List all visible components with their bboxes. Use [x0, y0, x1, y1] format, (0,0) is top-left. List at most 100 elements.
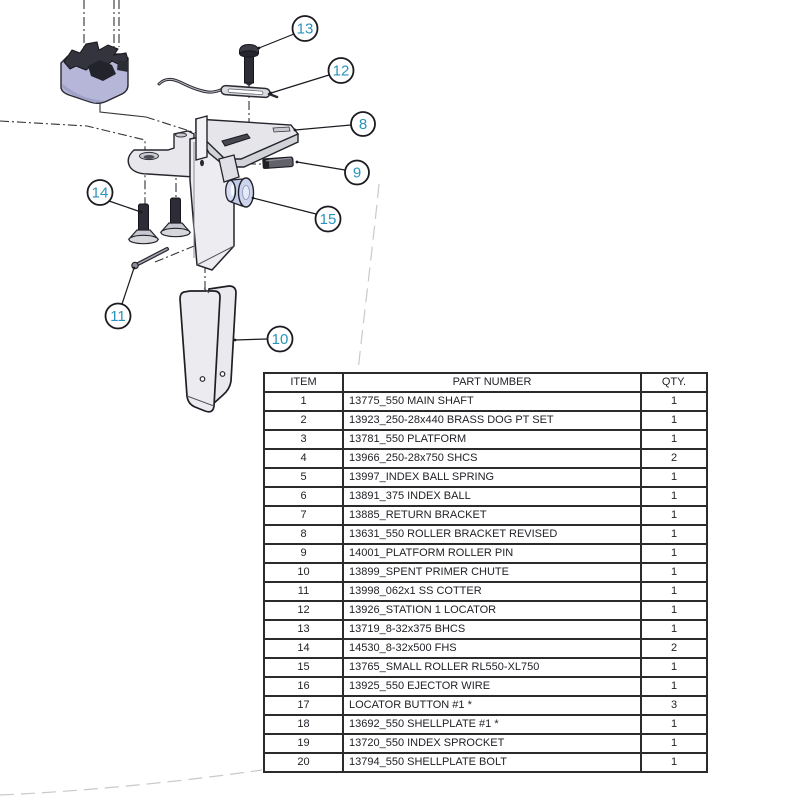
- balloon-12-label: 12: [333, 63, 350, 80]
- part-cell: 13631_550 ROLLER BRACKET REVISED: [342, 524, 642, 545]
- part-cell: LOCATOR BUTTON #1 *: [342, 695, 642, 716]
- sheet-boundary-lines: [0, 183, 380, 796]
- balloon-9: 9: [344, 159, 370, 186]
- part-cell: 13926_STATION 1 LOCATOR: [342, 600, 642, 621]
- roller-pin-part: [262, 156, 294, 169]
- qty-cell: 1: [640, 562, 708, 583]
- balloon-11: 11: [104, 302, 132, 330]
- item-cell: 11: [263, 581, 344, 602]
- qty-cell: 1: [640, 733, 708, 754]
- item-cell: 2: [263, 410, 344, 431]
- qty-cell: 1: [640, 505, 708, 526]
- balloon-10-label: 10: [272, 331, 289, 348]
- item-cell: 7: [263, 505, 344, 526]
- solid-connector-lines: [99, 100, 147, 118]
- qty-cell: 1: [640, 486, 708, 507]
- qty-cell: 1: [640, 391, 708, 412]
- part-cell: 13775_550 MAIN SHAFT: [342, 391, 642, 412]
- qty-cell: 3: [640, 695, 708, 716]
- part-cell: 13891_375 INDEX BALL: [342, 486, 642, 507]
- balloon-14: 14: [86, 179, 114, 206]
- qty-cell: 1: [640, 524, 708, 545]
- bhcs-screw-part: [239, 43, 259, 86]
- part-cell: 13794_550 SHELLPLATE BOLT: [342, 752, 642, 773]
- item-cell: 16: [263, 676, 344, 697]
- fhs-screws-part: [127, 197, 192, 245]
- item-cell: 19: [263, 733, 344, 754]
- shellplate-part: [60, 41, 129, 104]
- balloon-15-label: 15: [320, 211, 337, 228]
- part-cell: 13899_SPENT PRIMER CHUTE: [342, 562, 642, 583]
- part-cell: 13925_550 EJECTOR WIRE: [342, 676, 642, 697]
- bom-header-item: ITEM: [263, 372, 344, 393]
- item-cell: 15: [263, 657, 344, 678]
- part-cell: 13885_RETURN BRACKET: [342, 505, 642, 526]
- part-cell: 14530_8-32x500 FHS: [342, 638, 642, 659]
- qty-cell: 1: [640, 410, 708, 431]
- part-cell: 13966_250-28x750 SHCS: [342, 448, 642, 469]
- item-cell: 4: [263, 448, 344, 469]
- item-cell: 12: [263, 600, 344, 621]
- qty-cell: 2: [640, 448, 708, 469]
- part-cell: 13719_8-32x375 BHCS: [342, 619, 642, 640]
- balloon-14-label: 14: [92, 185, 109, 202]
- item-cell: 14: [263, 638, 344, 659]
- item-cell: 17: [263, 695, 344, 716]
- item-cell: 10: [263, 562, 344, 583]
- primer-chute-part: [179, 285, 237, 413]
- qty-cell: 1: [640, 429, 708, 450]
- qty-cell: 1: [640, 600, 708, 621]
- part-cell: 13923_250-28x440 BRASS DOG PT SET: [342, 410, 642, 431]
- part-cell: 13998_062x1 SS COTTER: [342, 581, 642, 602]
- part-cell: 13997_INDEX BALL SPRING: [342, 467, 642, 488]
- part-cell: 13720_550 INDEX SPROCKET: [342, 733, 642, 754]
- item-cell: 13: [263, 619, 344, 640]
- qty-cell: 1: [640, 752, 708, 773]
- qty-cell: 1: [640, 619, 708, 640]
- item-cell: 5: [263, 467, 344, 488]
- qty-cell: 1: [640, 676, 708, 697]
- balloon-8-label: 8: [359, 116, 367, 133]
- balloon-10: 10: [266, 325, 294, 353]
- balloon-13-label: 13: [297, 21, 314, 38]
- roller-bracket-part: [195, 115, 300, 183]
- qty-cell: 1: [640, 543, 708, 564]
- part-cell: 13692_550 SHELLPLATE #1 *: [342, 714, 642, 735]
- balloon-13: 13: [291, 15, 319, 42]
- item-cell: 20: [263, 752, 344, 773]
- item-cell: 3: [263, 429, 344, 450]
- small-roller-part: [225, 177, 255, 208]
- balloon-9-label: 9: [353, 165, 361, 182]
- part-cell: 13781_550 PLATFORM: [342, 429, 642, 450]
- part-cell: 13765_SMALL ROLLER RL550-XL750: [342, 657, 642, 678]
- bom-header-part-number: PART NUMBER: [342, 372, 642, 393]
- leader-lines: [108, 33, 352, 341]
- bom-header-row: ITEM PART NUMBER QTY.: [263, 372, 708, 393]
- item-cell: 8: [263, 524, 344, 545]
- item-cell: 18: [263, 714, 344, 735]
- item-cell: 1: [263, 391, 344, 412]
- qty-cell: 1: [640, 714, 708, 735]
